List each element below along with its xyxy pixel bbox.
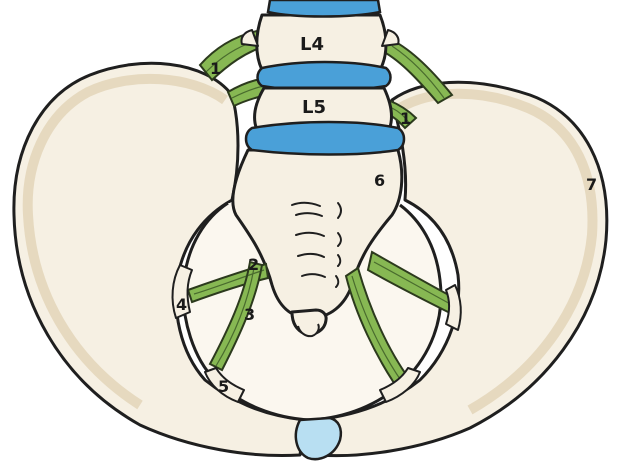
label-7: 7 — [586, 175, 597, 194]
label-l4: L4 — [300, 34, 324, 55]
label-1-right: 1 — [400, 109, 411, 128]
label-2: 2 — [248, 255, 259, 274]
label-l5: L5 — [302, 97, 326, 118]
disc-l5-s1 — [246, 122, 404, 155]
label-4: 4 — [176, 295, 187, 314]
label-5: 5 — [218, 377, 229, 396]
ischial-spine-right — [446, 285, 461, 330]
disc-l4-l5 — [258, 62, 391, 91]
label-3: 3 — [244, 305, 255, 324]
label-6: 6 — [374, 171, 385, 190]
disc-above-l4 — [268, 0, 380, 17]
label-1-left: 1 — [210, 59, 221, 78]
